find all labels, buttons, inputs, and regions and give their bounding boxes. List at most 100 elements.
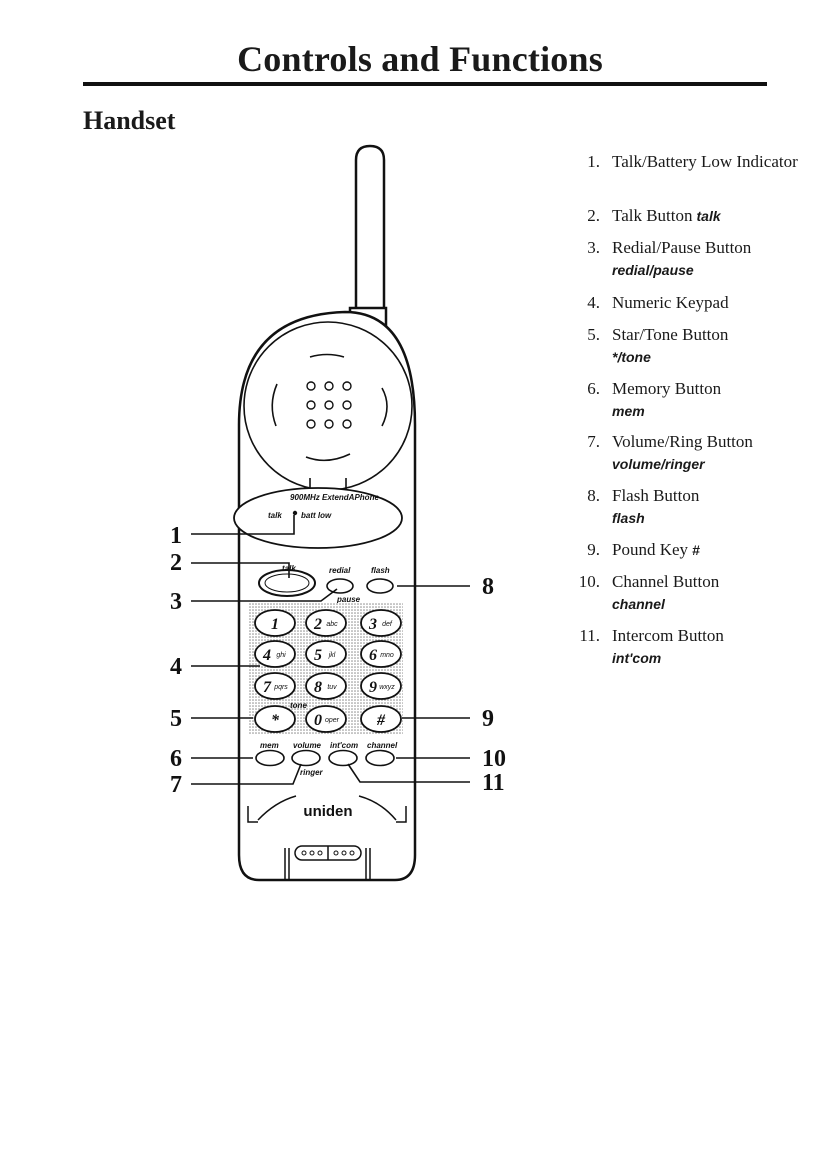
callout-6: 6 [170, 746, 182, 772]
legend-number: 5. [587, 325, 600, 344]
legend-number: 2. [587, 206, 600, 225]
flash-label: flash [371, 566, 390, 575]
contact-dots [301, 850, 355, 856]
mem-button[interactable] [255, 749, 285, 767]
keypad-digit: 0 [314, 712, 322, 729]
legend-number: 3. [587, 238, 600, 257]
callout-3: 3 [170, 589, 182, 615]
talk-battery-led [292, 510, 298, 516]
legend-text-wrap: Star/Tone Button */tone [612, 324, 826, 368]
legend-key: channel [612, 596, 665, 612]
mem-label: mem [260, 741, 279, 750]
keypad-key-shape [254, 640, 296, 668]
legend-key: flash [612, 510, 645, 526]
keypad-key-shape [254, 705, 296, 733]
callout-10: 10 [482, 746, 506, 772]
flash-button[interactable] [366, 578, 394, 594]
keypad-letters: mno [380, 652, 394, 659]
legend-text: Talk/Battery Low Indicator [612, 152, 798, 171]
legend-text-wrap: Volume/Ring Button volume/ringer [612, 431, 826, 475]
legend-text: Flash Button [612, 486, 700, 505]
callout-1: 1 [170, 523, 182, 549]
legend-text-wrap: Flash Button flash [612, 485, 826, 529]
keypad-digit: 1 [271, 616, 279, 633]
keypad-digit: 5 [314, 647, 322, 664]
keypad-digit: # [376, 712, 386, 729]
legend-key: volume/ringer [612, 456, 705, 472]
legend-text: Pound Key [612, 540, 689, 559]
keypad-key-shape [305, 609, 347, 637]
legend-key: */tone [612, 349, 651, 365]
keypad-digit: 3 [368, 616, 377, 633]
legend-number: 9. [587, 540, 600, 559]
redial-pause-button[interactable] [326, 578, 354, 594]
mouthpiece [247, 795, 407, 823]
section-heading: Handset [83, 106, 176, 135]
keypad-key-shape [360, 705, 402, 733]
antenna [348, 144, 388, 342]
legend-text-wrap: Redial/Pause Button redial/pause [612, 237, 826, 281]
keypad-letters: tuv [327, 684, 337, 691]
brand-logo: uniden [303, 803, 352, 820]
keypad-key-shape [254, 609, 296, 637]
keypad-digit: 8 [314, 679, 322, 696]
legend-number: 10. [578, 572, 600, 591]
legend-number: 6. [587, 379, 600, 398]
volume-ringer-button[interactable] [291, 749, 321, 767]
keypad-key[interactable]: # [360, 705, 402, 733]
charging-contacts [284, 845, 371, 880]
legend-text: Redial/Pause Button [612, 238, 752, 257]
channel-label: channel [367, 741, 398, 750]
keypad-key[interactable]: * [254, 705, 296, 733]
legend-key: redial/pause [612, 262, 694, 278]
pause-label: pause [336, 595, 361, 604]
keypad-key-shape [305, 672, 347, 700]
channel-button[interactable] [365, 749, 395, 767]
intercom-button[interactable] [328, 749, 358, 767]
legend-text-wrap: Pound Key# [612, 539, 826, 561]
model-label: 900MHz ExtendAPhone [290, 493, 379, 502]
legend-number: 1. [587, 152, 600, 171]
keypad-digit: 7 [263, 679, 272, 696]
keypad-key-shape [360, 640, 402, 668]
tone-label: tone [290, 701, 307, 710]
callout-9: 9 [482, 706, 494, 732]
legend-key: int'com [612, 650, 662, 666]
speaker-holes [306, 381, 352, 429]
redial-label: redial [329, 566, 351, 575]
keypad-digit: * [271, 712, 280, 729]
keypad-key[interactable]: 1 [254, 609, 296, 637]
legend-text: Volume/Ring Button [612, 432, 753, 451]
callout-11: 11 [482, 770, 505, 796]
legend-text: Star/Tone Button [612, 325, 729, 344]
callout-7: 7 [170, 772, 182, 798]
keypad-letters: ghi [276, 652, 286, 659]
keypad-digit: 9 [369, 679, 377, 696]
keypad-key[interactable]: 8 tuv [305, 672, 347, 700]
callout-4: 4 [170, 654, 182, 680]
keypad-letters: oper [325, 717, 340, 724]
keypad-letters: pqrs [273, 684, 288, 691]
keypad-letters: def [382, 621, 393, 628]
legend-text: Talk Button [612, 206, 693, 225]
batt-low-label: batt low [301, 511, 332, 520]
legend-text: Channel Button [612, 572, 720, 591]
legend-number: 11. [579, 626, 600, 645]
callout-5: 5 [170, 706, 182, 732]
legend-text: Numeric Keypad [612, 293, 729, 312]
keypad-digit: 6 [369, 647, 377, 664]
legend-number: 4. [587, 293, 600, 312]
keypad-key[interactable]: 3 def [360, 609, 402, 637]
talk-led-label: talk [268, 511, 282, 520]
